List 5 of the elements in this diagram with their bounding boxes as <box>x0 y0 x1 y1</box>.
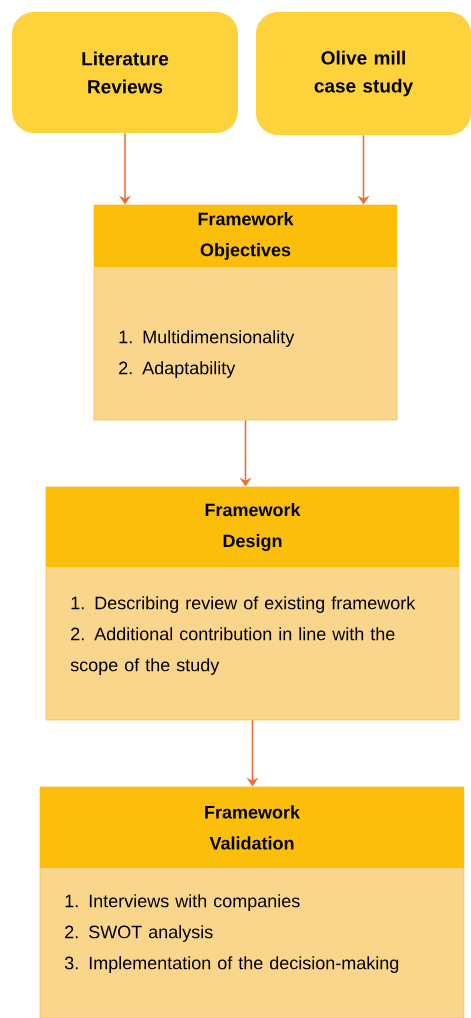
rounded-box: Literature Reviews <box>12 12 238 133</box>
rounded-box: Olive mill case study <box>256 12 471 135</box>
framework-box: Framework Objectives 1. Multidimensionality 2. Adaptability <box>93 204 398 421</box>
framework-box: Framework Validation 1. Interviews with companies 2. SWOT analysis 3. Implementation of the decision-making <box>39 786 465 1018</box>
framework-box: Framework Design 1. Describing review of existing framework 2. Additional contribution in line with the scope of the study <box>45 486 460 721</box>
